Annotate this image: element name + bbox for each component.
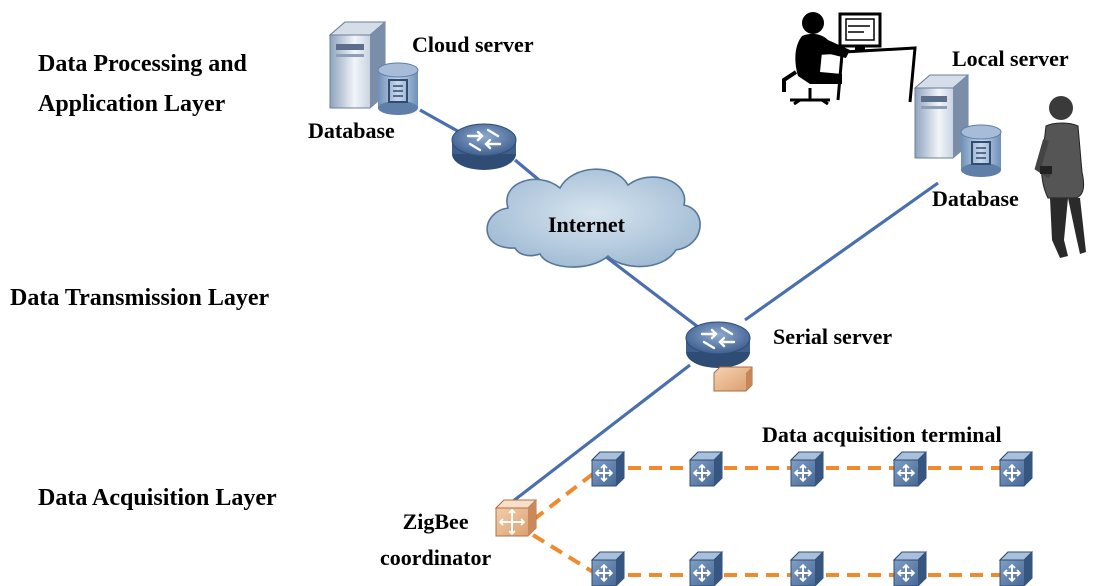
terminal-group-label: Data acquisition terminal	[762, 422, 1002, 447]
cloud-router-icon	[450, 122, 518, 172]
link-serial-local-server	[744, 181, 939, 322]
layer-label-acquisition: Data Acquisition Layer	[38, 485, 277, 511]
coordinator-label: ZigBee coordinator	[380, 509, 492, 570]
cloud-server-icon	[328, 21, 387, 109]
layer-label-processing: Data Processing and Application Layer	[38, 51, 247, 117]
terminals-lower-row	[591, 551, 1033, 586]
layer-label-transmission: Data Transmission Layer	[10, 285, 270, 311]
zigbee-coordinator-icon	[494, 499, 538, 537]
network-links	[419, 108, 939, 507]
terminal-node	[893, 451, 927, 487]
link-internet-serial	[596, 248, 703, 332]
serial-server-router-icon	[684, 320, 752, 370]
terminal-node	[591, 451, 625, 487]
serial-server-box-icon	[713, 366, 753, 392]
cloud-server-label: Cloud server	[412, 32, 534, 57]
terminal-node	[893, 551, 927, 586]
terminal-node	[591, 551, 625, 586]
local-database-label: Database	[932, 186, 1019, 211]
zigbee-link-upper-branch	[531, 468, 600, 522]
local-server-label: Local server	[952, 46, 1069, 71]
internet-label: Internet	[548, 212, 625, 237]
terminal-node	[689, 451, 723, 487]
internet-cloud-icon	[486, 168, 701, 268]
terminal-node	[790, 451, 824, 487]
mobile-user-icon	[1034, 96, 1086, 258]
terminal-node	[689, 551, 723, 586]
operator-at-desk-icon	[782, 12, 917, 106]
local-database-icon	[960, 124, 1002, 178]
terminal-node	[999, 551, 1033, 586]
zigbee-links	[531, 466, 1000, 577]
link-serial-coordinator	[507, 363, 691, 507]
cloud-database-icon	[377, 62, 419, 116]
serial-server-label: Serial server	[773, 324, 893, 349]
zigbee-link-lower-branch	[531, 533, 600, 577]
cloud-database-label: Database	[308, 118, 395, 143]
local-server-icon	[913, 74, 970, 159]
terminal-node	[999, 451, 1033, 487]
terminal-node	[790, 551, 824, 586]
